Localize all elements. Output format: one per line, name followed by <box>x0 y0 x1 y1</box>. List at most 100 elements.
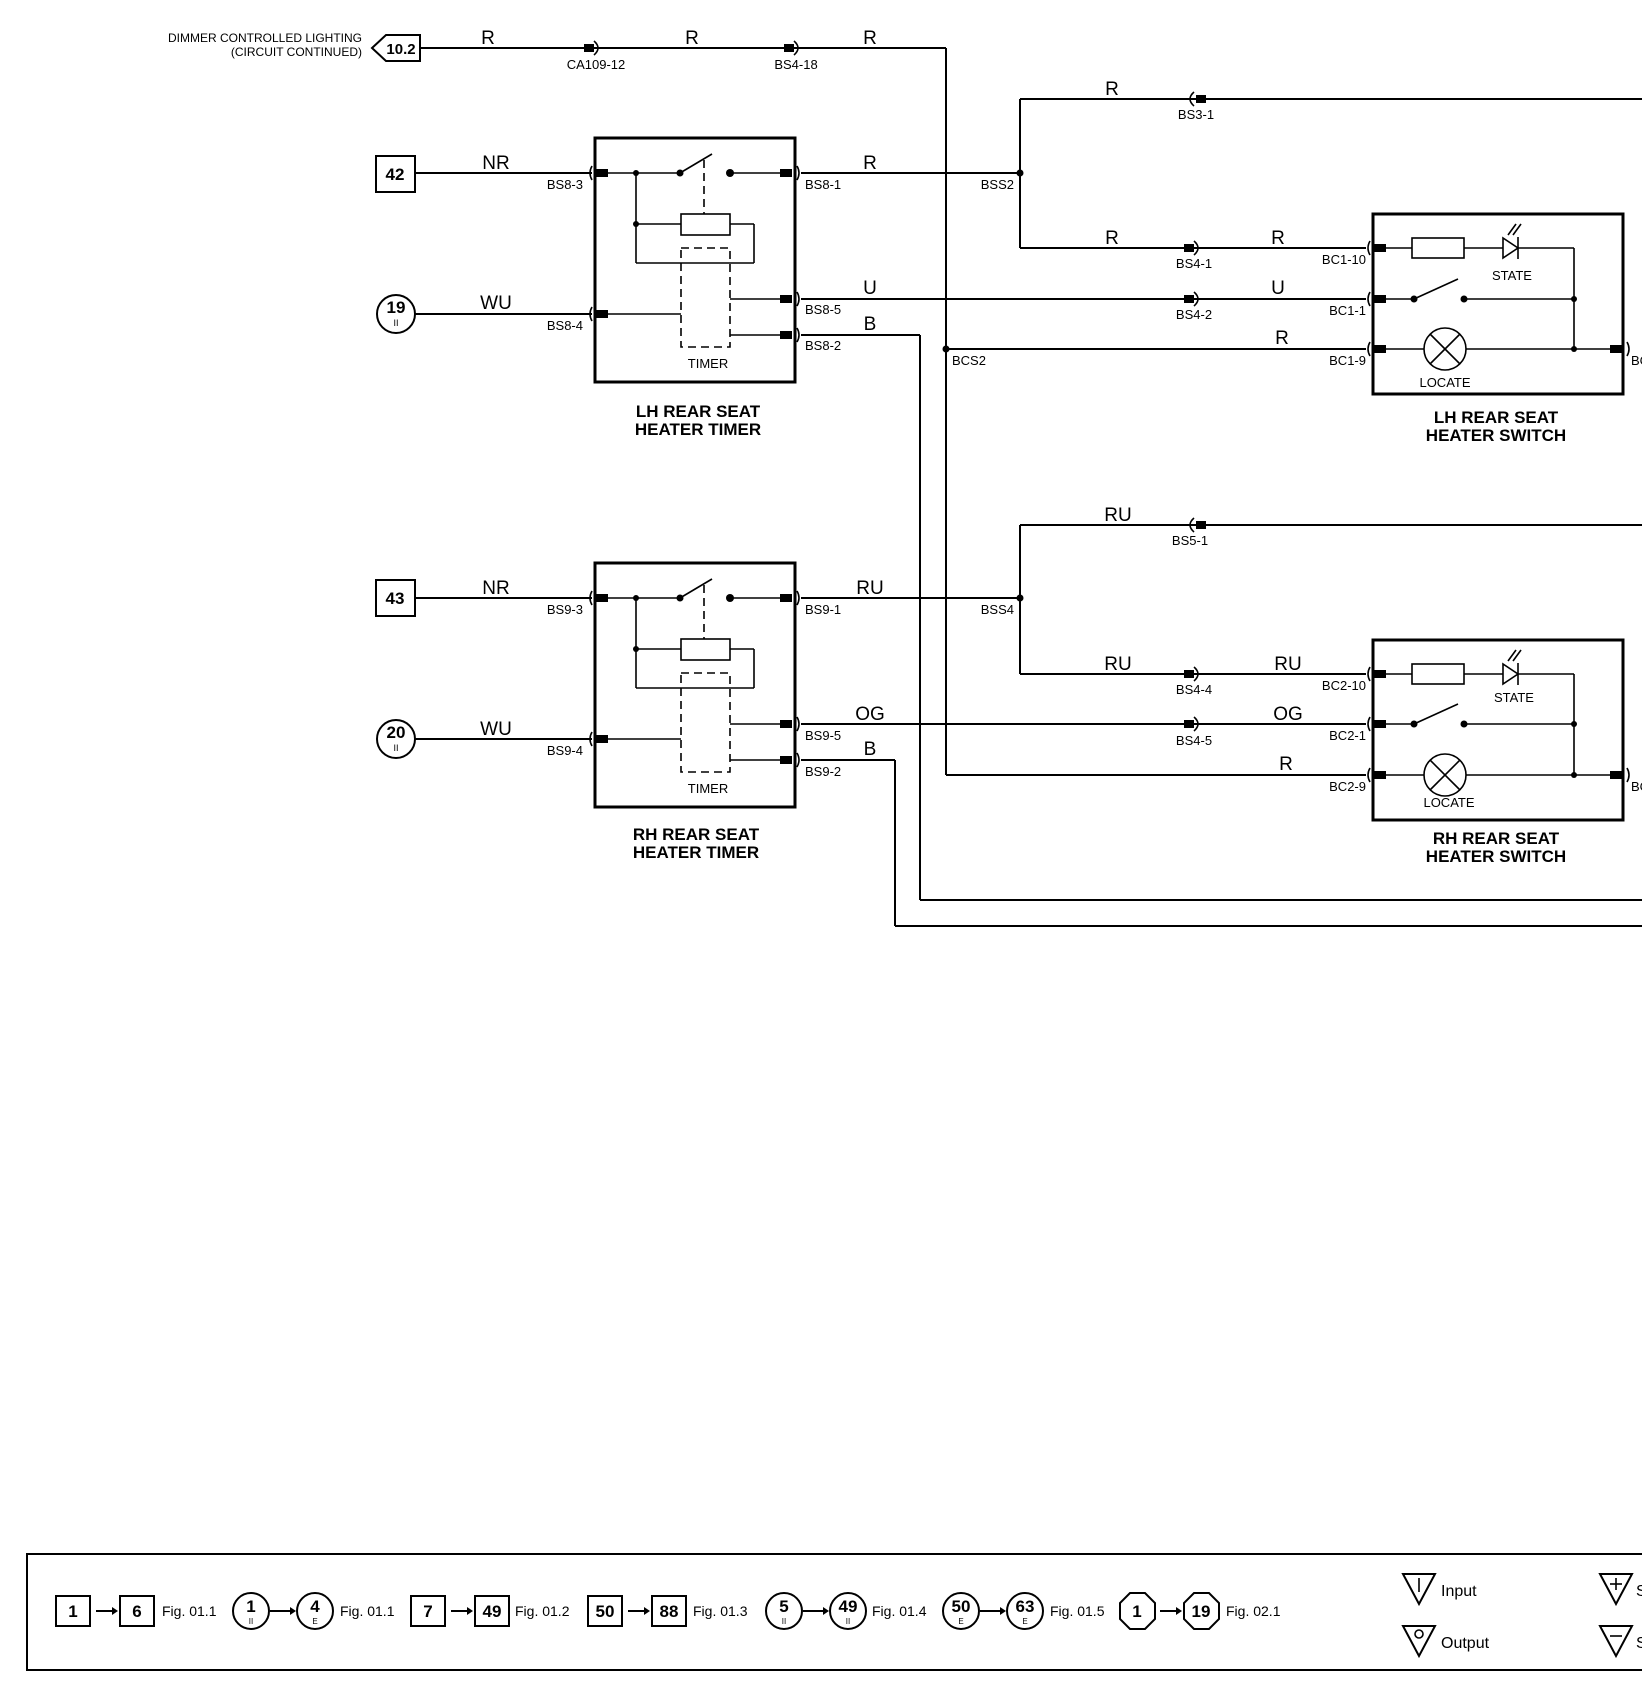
pin-label: BS8-3 <box>547 177 583 192</box>
pin-label: BS9-4 <box>547 743 583 758</box>
splice-label: BCS2 <box>952 353 986 368</box>
connector-pin <box>784 44 794 52</box>
pin-label: BC2-9 <box>1329 779 1366 794</box>
ref-19: 19 <box>387 298 406 317</box>
legend-circle <box>765 1592 803 1630</box>
lh-switch-title: LH REAR SEAT <box>1434 408 1559 427</box>
legend-sub: II <box>249 1617 253 1626</box>
lh-timer-box[interactable] <box>593 136 797 384</box>
connector-pin <box>1196 95 1206 103</box>
wire-label: RU <box>1104 505 1131 526</box>
wire-label: R <box>863 28 877 49</box>
wire-label: R <box>863 153 877 174</box>
ref-sub: II <box>393 318 398 328</box>
wire-label: R <box>1275 328 1289 349</box>
pin-label: BS9-1 <box>805 602 841 617</box>
terminal <box>780 295 792 303</box>
socket <box>796 165 800 181</box>
legend-square <box>474 1595 510 1627</box>
timer-label: TIMER <box>688 781 728 796</box>
pin-label: BC2-1 <box>1329 728 1366 743</box>
wire-label: RU <box>856 578 883 599</box>
connector-socket <box>1189 91 1195 107</box>
pin-label: BC2-10 <box>1322 678 1366 693</box>
legend-value: 6 <box>132 1602 141 1621</box>
supply-plus-icon <box>1598 1573 1634 1607</box>
legend-sub: II <box>846 1617 850 1626</box>
wire-label: U <box>863 278 877 299</box>
terminal <box>596 310 608 318</box>
wire-label: R <box>1105 79 1119 100</box>
legend-sub: II <box>782 1617 786 1626</box>
wire-label: RU <box>1104 654 1131 675</box>
legend-circle <box>296 1592 334 1630</box>
legend-circle <box>942 1592 980 1630</box>
locate-label: LOCATE <box>1419 375 1470 390</box>
header-ref: 10.2 <box>386 41 415 58</box>
wire-label: R <box>1105 228 1119 249</box>
header-line1: DIMMER CONTROLLED LIGHTING <box>168 31 362 45</box>
legend-value: 1 <box>68 1602 77 1621</box>
pin-label: BS4-18 <box>774 57 817 72</box>
rh-timer-title: HEATER TIMER <box>633 843 759 862</box>
legend-sub: E <box>1022 1617 1027 1626</box>
legend-value: 63 <box>1016 1597 1035 1616</box>
page-edge <box>1642 0 1648 1700</box>
ref-42: 42 <box>386 165 405 184</box>
wire-label: R <box>1271 228 1285 249</box>
splice-label: BSS4 <box>981 602 1014 617</box>
wire-label: OG <box>1273 704 1303 725</box>
legend-value: 88 <box>660 1602 679 1621</box>
legend-fig: Fig. 01.2 <box>515 1603 570 1619</box>
locate-label: LOCATE <box>1423 795 1474 810</box>
legend-value: 19 <box>1192 1602 1211 1621</box>
connector-socket <box>593 40 599 56</box>
pin-label: BS5-1 <box>1172 533 1208 548</box>
legend-value: 50 <box>596 1602 615 1621</box>
legend-square <box>119 1595 155 1627</box>
wire-label: WU <box>480 719 512 740</box>
header-line2: (CIRCUIT CONTINUED) <box>231 45 362 59</box>
lh-switch-box[interactable] <box>1371 212 1625 396</box>
legend-value: 1 <box>246 1597 255 1616</box>
pin-label: BS8-4 <box>547 318 583 333</box>
wire-label: OG <box>855 704 885 725</box>
rh-switch-box[interactable] <box>1371 638 1625 822</box>
legend-circle <box>1006 1592 1044 1630</box>
legend-sub: E <box>312 1617 317 1626</box>
legend-fig: Fig. 01.1 <box>162 1603 217 1619</box>
pin-label: BS4-5 <box>1176 733 1212 748</box>
terminal <box>596 169 608 177</box>
connector-socket <box>793 40 799 56</box>
pin-label: BC1-10 <box>1322 252 1366 267</box>
legend-value: 49 <box>839 1597 858 1616</box>
legend-fig: Fig. 02.1 <box>1226 1603 1281 1619</box>
legend-sub: E <box>958 1617 963 1626</box>
legend-fig: Fig. 01.1 <box>340 1603 395 1619</box>
socket <box>589 165 593 181</box>
pin-label: BC1-9 <box>1329 353 1366 368</box>
legend-value: 1 <box>1132 1602 1141 1621</box>
wire-label: RU <box>1274 654 1301 675</box>
terminal <box>780 169 792 177</box>
socket <box>796 291 800 307</box>
pin-label: BS8-2 <box>805 338 841 353</box>
legend-square <box>410 1595 446 1627</box>
wire-label: R <box>1279 754 1293 775</box>
legend-value: 49 <box>483 1602 502 1621</box>
legend-box <box>26 1553 1648 1671</box>
legend-octagon <box>1119 1592 1156 1630</box>
legend-output: Output <box>1441 1635 1490 1652</box>
legend-value: 50 <box>952 1597 971 1616</box>
lh-switch-title: HEATER SWITCH <box>1426 426 1566 445</box>
ref-43: 43 <box>386 589 405 608</box>
legend-cut: S <box>1636 1583 1647 1600</box>
legend-fig: Fig. 01.4 <box>872 1603 927 1619</box>
rh-timer-box[interactable] <box>593 561 797 809</box>
wire-label: R <box>481 28 495 49</box>
pin-label: BS9-5 <box>805 728 841 743</box>
lh-timer-title: HEATER TIMER <box>635 420 761 439</box>
pin-label: BS8-5 <box>805 302 841 317</box>
wire-label: WU <box>480 293 512 314</box>
ref-sub: II <box>393 743 398 753</box>
